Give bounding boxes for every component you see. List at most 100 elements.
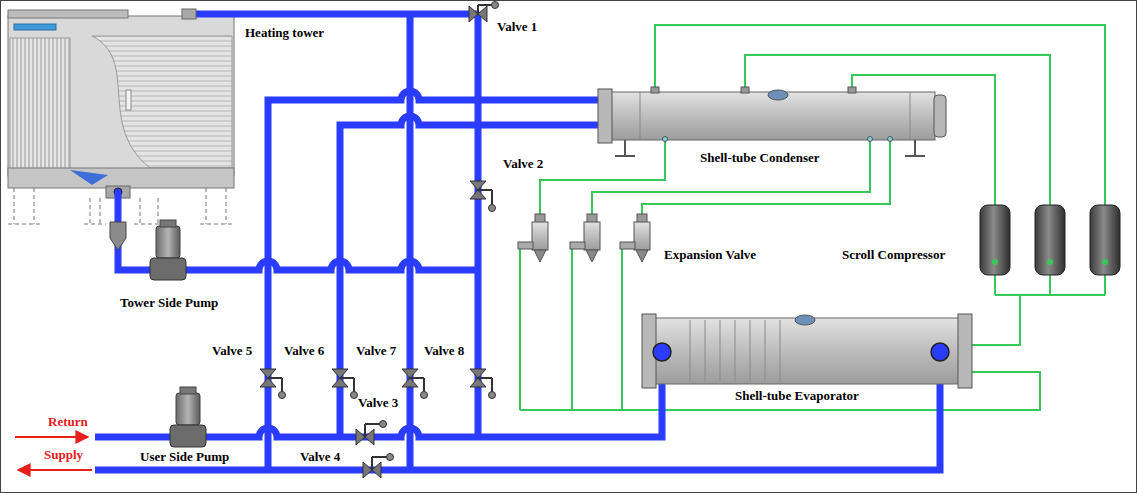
scroll-compressor: [1047, 259, 1053, 265]
part-label: Valve 8: [424, 344, 464, 358]
shell-tube-condenser: [598, 89, 612, 143]
gate-valve: [387, 454, 394, 461]
shell-tube-evaporator: [690, 320, 780, 382]
expansion-valve: [518, 214, 650, 262]
water-pipe: [268, 91, 600, 470]
refrigerant-line: [571, 249, 573, 410]
refrigerant-line: [972, 295, 1020, 345]
refrigerant-line: [995, 294, 1105, 296]
heating-tower: [70, 170, 108, 185]
part-label: Scroll Compressor: [842, 248, 945, 262]
shell-tube-condenser: [868, 137, 873, 142]
heating-tower: [92, 36, 232, 168]
gate-valve: [371, 457, 373, 470]
shell-tube-evaporator: [642, 314, 972, 388]
gate-valve: [353, 378, 355, 392]
water-pipe: [185, 11, 478, 18]
pump: [180, 387, 196, 394]
refrigerant-line: [642, 140, 890, 215]
part-label: Valve 4: [300, 450, 340, 464]
gate-valve: [268, 377, 282, 379]
gate-valve: [421, 392, 428, 399]
water-pipe: [95, 14, 940, 470]
shell-tube-evaporator: [958, 314, 972, 388]
gate-valve: [279, 392, 286, 399]
gate-valve: [340, 377, 354, 379]
pump: [156, 226, 180, 258]
gate-valve: [492, 2, 499, 9]
expansion-valve: [518, 242, 533, 249]
tower-leg: [200, 224, 232, 225]
expansion-valve: [620, 242, 635, 249]
refrigerant-line: [1049, 275, 1051, 295]
heating-tower: [14, 24, 56, 30]
part-label: Heating tower: [245, 26, 324, 40]
part-label: Supply: [44, 448, 83, 462]
strainer: [110, 222, 126, 250]
refrigerant-line: [520, 25, 1105, 410]
scroll-compressor: [992, 259, 998, 265]
expansion-valve: [586, 250, 598, 262]
gate-valve: [364, 424, 366, 437]
gate-valve: [491, 378, 493, 392]
part-label: Valve 6: [284, 344, 324, 358]
shell-tube-evaporator: [931, 343, 949, 361]
part-label: User Side Pump: [140, 450, 229, 464]
pipe-fitting: [182, 9, 196, 19]
shell-tube-evaporator: [780, 320, 781, 382]
gate-valve: [365, 423, 380, 425]
shell-tube-condenser: [768, 90, 788, 100]
shell-tube-condenser: [934, 95, 946, 137]
gate-valve: [281, 378, 283, 392]
gate-valve: [489, 392, 496, 399]
expansion-valve: [634, 222, 650, 250]
heating-tower: [8, 10, 234, 224]
gate-valve: [260, 2, 499, 479]
pump: [160, 220, 176, 227]
pump: [170, 425, 206, 447]
shell-tube-condenser: [910, 92, 911, 140]
part-label: Valve 1: [497, 20, 537, 34]
flow-arrow: [18, 469, 92, 471]
gate-valve: [372, 456, 387, 458]
expansion-valve: [532, 222, 548, 250]
tower-leg: [100, 198, 101, 224]
part-label: Valve 2: [503, 157, 543, 171]
tower-leg: [34, 188, 35, 224]
heating-tower: [8, 168, 234, 188]
heating-tower: [10, 38, 70, 174]
tower-leg: [84, 224, 106, 225]
tower-leg: [226, 188, 227, 224]
heating-tower: [126, 90, 131, 110]
scroll-compressor: [1090, 205, 1120, 275]
shell-tube-condenser: [598, 87, 946, 156]
refrigerant-line: [621, 249, 623, 410]
gate-valve: [469, 6, 487, 22]
tower-leg: [8, 224, 40, 225]
refrigerant-line: [519, 249, 521, 410]
part-label: Shell-tube Condenser: [700, 151, 820, 165]
gate-valve: [489, 205, 496, 212]
part-label: Return: [48, 415, 88, 429]
shell-tube-condenser: [663, 137, 668, 142]
part-label: Shell-tube Evaporator: [735, 389, 859, 403]
gate-valve: [478, 4, 492, 6]
tower-leg: [14, 188, 15, 224]
shell-tube-evaporator: [655, 318, 960, 384]
part-label: Valve 3: [358, 396, 398, 410]
shell-tube-evaporator: [750, 320, 751, 382]
gate-valve: [478, 377, 492, 379]
expansion-valve: [570, 242, 585, 249]
expansion-valve: [636, 250, 648, 262]
scroll-compressor: [1035, 205, 1065, 275]
expansion-valve: [584, 222, 600, 250]
scroll-compressor: [980, 205, 1010, 275]
refrigerant-line: [994, 275, 996, 295]
tower-leg: [206, 188, 207, 224]
scroll-compressor: [1102, 259, 1108, 265]
water-pipe: [340, 116, 600, 437]
pump: [176, 393, 200, 425]
